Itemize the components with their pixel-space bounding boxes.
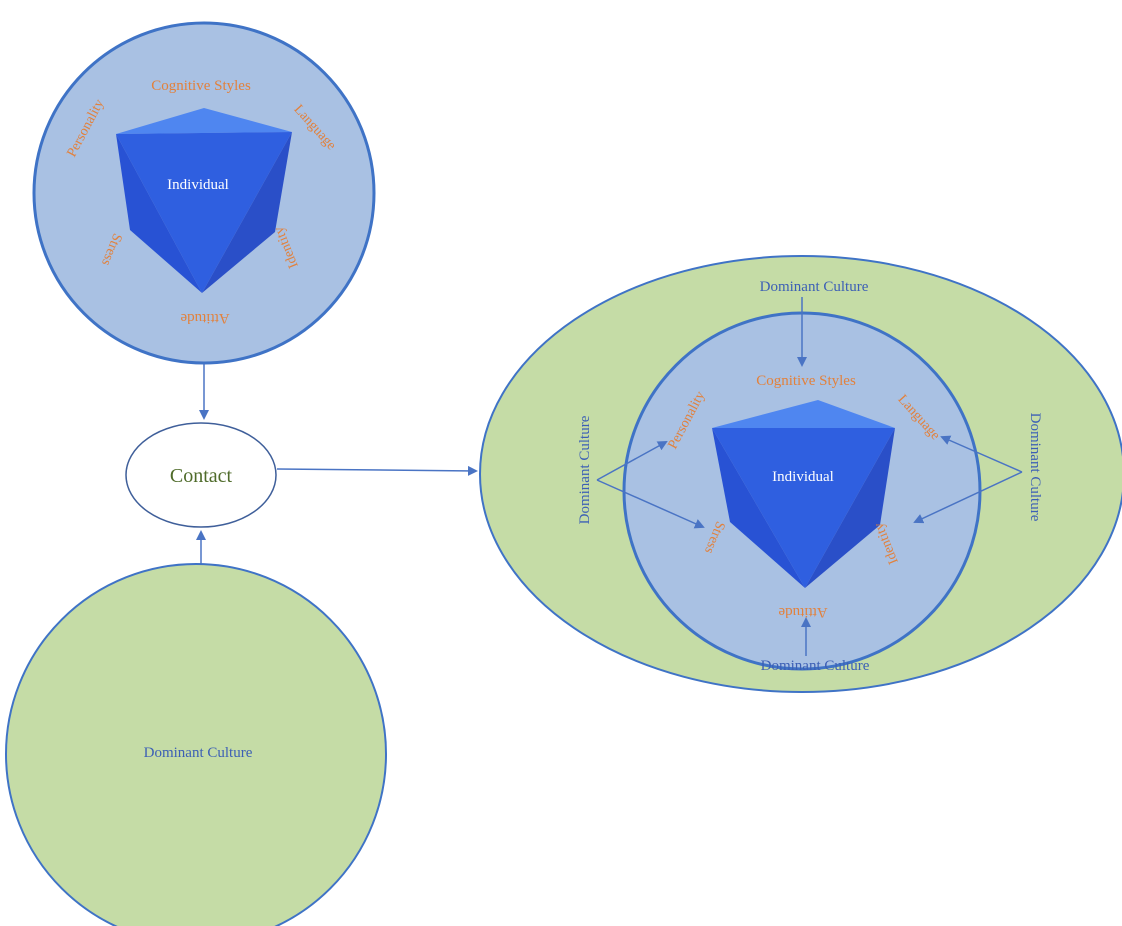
- arrow-left-culture-to-stress: [596, 479, 705, 529]
- combined-cube-top-face: [712, 400, 895, 428]
- combined-cube-front-face: [712, 428, 895, 588]
- factor-attitude: Attitude: [180, 310, 230, 326]
- arrow-right-culture-to-identity: [913, 471, 1023, 524]
- combined-cube: [712, 400, 895, 588]
- combined-culture-label-top: Dominant Culture: [760, 279, 869, 295]
- contact-ellipse: [125, 422, 277, 528]
- individual-cube: [116, 108, 292, 293]
- contact-label: Contact: [170, 465, 233, 487]
- individual-label: Individual: [167, 177, 229, 193]
- factor-cognitive-styles: Cognitive Styles: [151, 78, 251, 94]
- combined-node: Individual Cognitive Styles Language Ide…: [479, 255, 1122, 693]
- individual-circle: Individual Cognitive Styles Language Ide…: [32, 21, 376, 365]
- arrow-left-culture-to-personality: [596, 441, 668, 481]
- dominant-culture-boundary: [5, 563, 387, 926]
- combined-culture-label-right: Dominant Culture: [1027, 413, 1043, 522]
- cube-top-face: [116, 108, 292, 134]
- cube-front-face: [116, 132, 292, 293]
- arrow-contact-to-combined: [276, 465, 478, 476]
- contact-node: Contact: [125, 422, 277, 528]
- combined-factor-cognitive-styles: Cognitive Styles: [756, 373, 856, 389]
- cube-left-face: [116, 134, 202, 293]
- cube-right-face: [202, 132, 292, 293]
- dominant-culture-label: Dominant Culture: [144, 745, 253, 761]
- combined-individual-label: Individual: [772, 469, 834, 485]
- arrow-right-culture-to-language: [940, 435, 1023, 473]
- combined-cube-left-face: [712, 428, 805, 588]
- combined-factor-attitude: Attitude: [778, 604, 828, 620]
- combined-culture-label-bottom: Dominant Culture: [761, 658, 870, 674]
- dominant-culture-circle: Dominant Culture: [5, 563, 387, 926]
- combined-cube-right-face: [805, 428, 895, 588]
- combined-culture-label-left: Dominant Culture: [577, 415, 593, 524]
